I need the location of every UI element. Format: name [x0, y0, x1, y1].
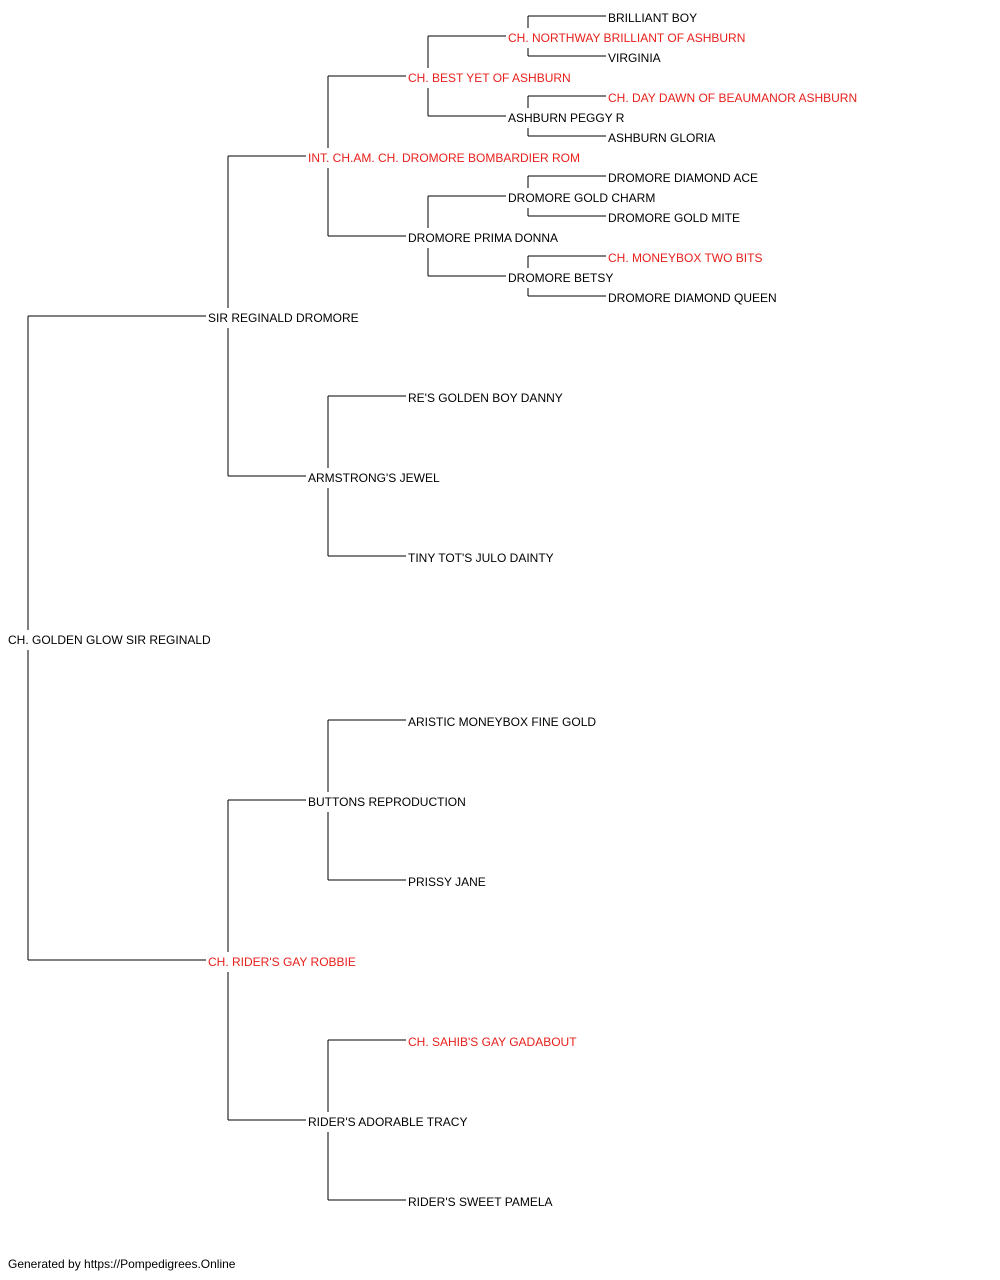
dog-name-int-ch-am-ch-dromore-bombardier-rom: INT. CH.AM. CH. DROMORE BOMBARDIER ROM	[308, 151, 580, 165]
dog-name-prissy-jane: PRISSY JANE	[408, 875, 486, 889]
dog-name-ashburn-peggy-r: ASHBURN PEGGY R	[508, 111, 625, 125]
dog-name-ch-best-yet-of-ashburn: CH. BEST YET OF ASHBURN	[408, 71, 571, 85]
dog-name-sir-reginald-dromore: SIR REGINALD DROMORE	[208, 311, 359, 325]
pedigree-tree: CH. GOLDEN GLOW SIR REGINALD SIR REGINALD…	[8, 11, 857, 1209]
dog-name-dromore-gold-charm: DROMORE GOLD CHARM	[508, 191, 655, 205]
dog-name-ch-day-dawn-of-beaumanor-ashburn: CH. DAY DAWN OF BEAUMANOR ASHBURN	[608, 91, 857, 105]
dog-name-re-s-golden-boy-danny: RE'S GOLDEN BOY DANNY	[408, 391, 563, 405]
dog-name-tiny-tot-s-julo-dainty: TINY TOT'S JULO DAINTY	[408, 551, 554, 565]
dog-name-rider-s-sweet-pamela: RIDER'S SWEET PAMELA	[408, 1195, 553, 1209]
dog-name-virginia: VIRGINIA	[608, 51, 661, 65]
dog-name-dromore-diamond-queen: DROMORE DIAMOND QUEEN	[608, 291, 777, 305]
dog-name-dromore-gold-mite: DROMORE GOLD MITE	[608, 211, 740, 225]
footer-credit: Generated by https://Pompedigrees.Online	[8, 1257, 236, 1271]
dog-name-ch-rider-s-gay-robbie: CH. RIDER'S GAY ROBBIE	[208, 955, 356, 969]
dog-name-ch-northway-brilliant-of-ashburn: CH. NORTHWAY BRILLIANT OF ASHBURN	[508, 31, 745, 45]
dog-name-ashburn-gloria: ASHBURN GLORIA	[608, 131, 715, 145]
dog-name-ch-sahib-s-gay-gadabout: CH. SAHIB'S GAY GADABOUT	[408, 1035, 577, 1049]
dog-name-rider-s-adorable-tracy: RIDER'S ADORABLE TRACY	[308, 1115, 467, 1129]
dog-name-dromore-prima-donna: DROMORE PRIMA DONNA	[408, 231, 558, 245]
dog-name-dromore-betsy: DROMORE BETSY	[508, 271, 613, 285]
dog-name-armstrong-s-jewel: ARMSTRONG'S JEWEL	[308, 471, 440, 485]
dog-name-ch-golden-glow-sir-reginald: CH. GOLDEN GLOW SIR REGINALD	[8, 633, 211, 647]
dog-name-buttons-reproduction: BUTTONS REPRODUCTION	[308, 795, 466, 809]
dog-name-brilliant-boy: BRILLIANT BOY	[608, 11, 697, 25]
dog-name-aristic-moneybox-fine-gold: ARISTIC MONEYBOX FINE GOLD	[408, 715, 596, 729]
dog-name-dromore-diamond-ace: DROMORE DIAMOND ACE	[608, 171, 758, 185]
dog-name-ch-moneybox-two-bits: CH. MONEYBOX TWO BITS	[608, 251, 762, 265]
